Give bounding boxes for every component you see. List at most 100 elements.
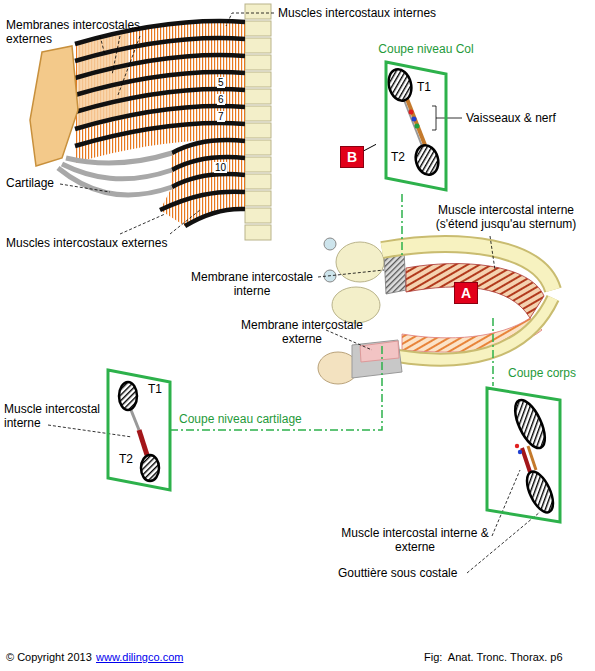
rib-section [385,67,415,104]
frame-outline [376,42,476,194]
section-title: Coupe niveau Col [376,42,476,56]
spine-column [245,191,271,206]
part-label: Gouttière sous costale [338,566,457,580]
sternum [30,46,78,166]
rib [75,123,245,146]
spine-column [245,123,271,138]
costal-cartilage [58,168,172,195]
rib-section [119,382,137,410]
rib-section [522,468,559,516]
external-membrane [360,341,399,362]
section-frame: Coupe corps [482,366,587,526]
rib-number: 5 [217,77,225,88]
spine-column [245,140,271,155]
spine-column [245,55,271,70]
rib-section [409,110,414,115]
spine-column [245,106,271,121]
section-line [401,194,403,258]
vertebra-label: T1 [148,382,162,396]
spine-column [245,174,271,189]
leader-line [492,470,520,536]
spine-column [245,4,271,240]
rib-section [404,100,422,146]
rib-section [412,143,441,178]
leader-line [326,330,372,350]
rib-band [398,298,553,360]
part-label: Muscle intercostal interne & externe [335,526,495,554]
leader-line [60,184,110,192]
section-title: Coupe niveau cartilage [178,412,303,426]
part-label: Membrane intercostale interne [184,270,320,298]
leader-line [467,512,540,573]
rib-section [515,444,519,448]
leader-connector [364,144,376,150]
frame-outline [108,370,170,490]
copyright: © Copyright 2013 [6,650,92,664]
rib [172,174,245,187]
rib-section [139,430,147,455]
rib-band [398,298,553,360]
leader-line [118,36,140,95]
costal-cartilage [62,164,172,179]
rib-section [119,382,159,481]
intercostal-muscle-bands [160,192,245,226]
spine-column [245,72,271,87]
rib-section [518,450,522,454]
rib-section [412,117,417,122]
section-frame: Coupe niveau ColT1T2 [376,42,476,194]
spine-column [245,38,271,53]
leader-line [490,236,495,270]
part-label: Vaisseaux & nerf [466,111,556,125]
vertebra [324,238,336,250]
rib-section [509,396,558,516]
frame-outline [386,62,446,190]
rib-number: 6 [217,94,225,105]
part-label: Membranes intercostales externes [6,18,161,46]
frame-outline [482,366,587,526]
leader-line [318,270,384,277]
spine-column [245,225,271,240]
spine-column [245,157,271,172]
leader-line [48,236,540,573]
part-label: Muscle intercostal interne (s'étend jusq… [420,203,592,231]
vertebra-label: T2 [119,452,133,466]
leader-line [170,210,200,234]
rib-number: 7 [217,111,225,122]
vertebra [336,242,384,282]
section-title: Coupe corps [508,366,576,380]
section-frame: T1T2 [104,366,176,496]
rib [172,140,245,153]
spine-column [245,21,271,36]
vertebra [332,287,380,323]
costal-cartilage [352,340,402,378]
part-label: Muscles intercostaux externes [6,236,167,250]
part-label: Cartilage [6,176,54,190]
part-label: Membrane intercostale externe [232,318,372,346]
vertebra-label: T1 [417,80,431,94]
part-label: Muscle intercostal interne [4,402,108,430]
costal-cartilage [58,153,172,195]
rib-section [528,446,536,470]
leader-line [112,36,120,75]
callout-letter: B [340,146,364,168]
intercostal-muscle-bands [75,21,245,226]
rib-band [382,244,553,360]
vertebra-label: T2 [391,150,405,164]
rib-section [141,455,159,481]
rib-section [509,396,551,452]
spine-column [245,208,271,223]
part-label: Muscles intercostaux internes [278,6,436,20]
section-line [170,345,382,430]
frame-outline [487,388,560,522]
rib-section [415,124,420,129]
leader-line [60,13,274,234]
callout-letter: A [454,282,478,304]
figure-reference: Fig: Anat. Tronc. Thorax. p6 [424,650,563,664]
copyright-link: www.dilingco.com [96,650,183,664]
leader-line [226,13,274,26]
rib [172,157,245,170]
leader-line [120,214,165,234]
internal-intercostal-muscle [406,264,544,318]
section-line [492,318,494,386]
